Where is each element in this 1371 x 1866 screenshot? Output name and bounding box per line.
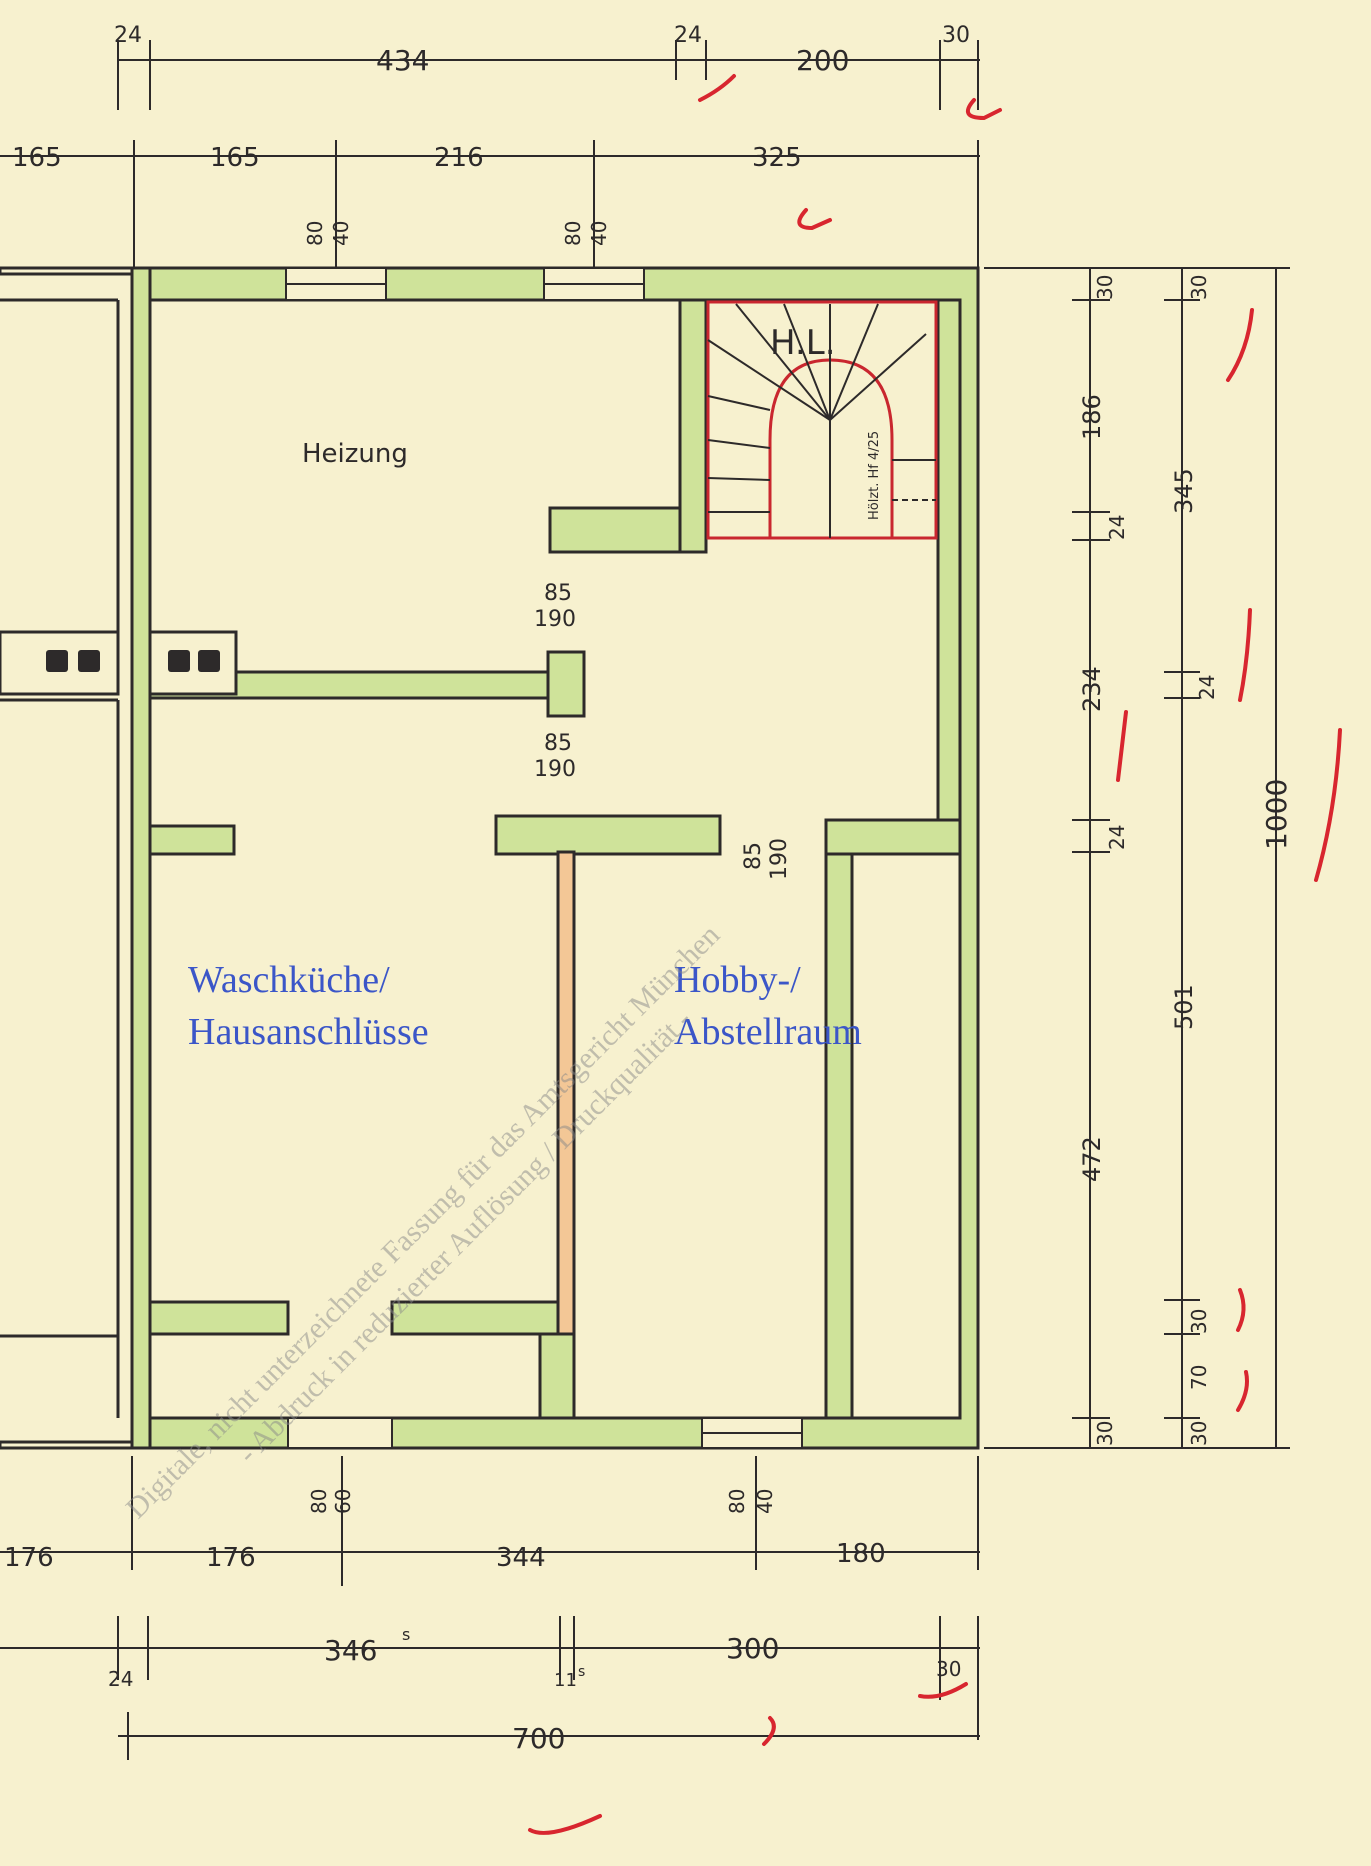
flue-right-1 bbox=[168, 650, 190, 672]
check-mark bbox=[1314, 728, 1342, 882]
check-mark bbox=[918, 1682, 968, 1699]
dim-right-mid-f: 70 bbox=[1187, 1365, 1211, 1390]
room-label-waschkueche-2: Hausanschlüsse bbox=[188, 1011, 429, 1053]
door-3-height: 190 bbox=[767, 838, 792, 880]
stair-wall-vertical bbox=[678, 298, 708, 554]
flue-right-2 bbox=[198, 650, 220, 672]
dim-bottom2-b: 346 bbox=[324, 1634, 377, 1667]
check-mark bbox=[1238, 608, 1252, 702]
chimney-block bbox=[148, 630, 238, 696]
dim-bottom1-d: 180 bbox=[836, 1539, 886, 1569]
dim-right-inner-b: 186 bbox=[1078, 394, 1106, 440]
check-mark bbox=[762, 1716, 776, 1746]
dim-right-mid-d: 501 bbox=[1170, 984, 1198, 1030]
dim-right-outer-a: 1000 bbox=[1260, 779, 1293, 850]
windows-bottom bbox=[287, 1417, 803, 1449]
check-mark bbox=[698, 74, 736, 102]
wall-stub-door-1 bbox=[546, 650, 586, 718]
dim-right-inner-d: 234 bbox=[1078, 666, 1106, 712]
lower-wall-left bbox=[148, 1300, 290, 1336]
stair-mark: H.L. bbox=[770, 323, 836, 363]
flue-left-1 bbox=[46, 650, 68, 672]
dim-right-mid-a: 30 bbox=[1187, 275, 1211, 300]
check-mark bbox=[1116, 710, 1128, 782]
flue-left-2 bbox=[78, 650, 100, 672]
dim-bottom2-a: 24 bbox=[108, 1667, 133, 1691]
window-top-2-width: 80 bbox=[561, 221, 585, 246]
dim-right-inner-f: 472 bbox=[1078, 1136, 1106, 1182]
dim-right-inner-e: 24 bbox=[1105, 825, 1129, 850]
dim-right-inner-c: 24 bbox=[1105, 515, 1129, 540]
wall-stub-east bbox=[494, 814, 722, 856]
stair-outline bbox=[706, 300, 938, 540]
chimney-flues bbox=[46, 650, 220, 672]
check-mark bbox=[1236, 1288, 1246, 1332]
hobby-east-wall bbox=[824, 818, 854, 1420]
dim-top1-e: 30 bbox=[942, 23, 970, 48]
window-top-2-height: 40 bbox=[587, 221, 611, 246]
dim-right-mid-c: 24 bbox=[1195, 675, 1219, 700]
window-bottom-1-width: 80 bbox=[307, 1489, 331, 1514]
dim-bottom2-b-sup: s bbox=[402, 1625, 410, 1644]
door-1-height: 190 bbox=[534, 607, 576, 632]
walls bbox=[0, 266, 980, 1450]
check-mark bbox=[1236, 1370, 1249, 1412]
dim-right-mid-g: 30 bbox=[1187, 1421, 1211, 1446]
staircase bbox=[706, 300, 938, 540]
hobby-north-wall bbox=[824, 818, 962, 856]
door-3-width: 85 bbox=[741, 842, 766, 870]
dim-bottom1-a: 176 bbox=[4, 1543, 54, 1573]
red-check-marks bbox=[528, 74, 1342, 1835]
door-2-height: 190 bbox=[534, 757, 576, 782]
room-label-waschkueche-1: Waschküche/ bbox=[188, 959, 390, 1001]
inner-walls bbox=[148, 298, 962, 1420]
dim-right-inner-g: 30 bbox=[1093, 1421, 1117, 1446]
dim-top1-c: 24 bbox=[674, 23, 702, 48]
opening-labels: 80 40 80 40 85 190 85 190 85 190 80 60 8… bbox=[303, 221, 792, 1514]
room-label-hobby-2: Abstellraum bbox=[674, 1011, 862, 1053]
dim-bottom2-c: 11 bbox=[554, 1670, 577, 1691]
neighbour-house bbox=[0, 266, 132, 1450]
dim-top1-d: 200 bbox=[796, 44, 849, 77]
door-1-width: 85 bbox=[544, 581, 572, 606]
stair-note: Hölzt. Hf 4/25 bbox=[867, 431, 882, 520]
dim-top2-c: 216 bbox=[434, 143, 484, 173]
dimension-labels: 24 434 24 200 30 165 165 216 325 30 186 … bbox=[4, 23, 1293, 1755]
check-mark bbox=[797, 208, 832, 231]
check-mark bbox=[965, 98, 1002, 121]
dim-top2-b: 165 bbox=[210, 143, 260, 173]
room-label-heizung: Heizung bbox=[302, 439, 408, 469]
lower-wall-right bbox=[390, 1300, 560, 1336]
dim-bottom2-d: 300 bbox=[726, 1632, 779, 1665]
check-mark bbox=[528, 1814, 602, 1835]
stair-east-wall bbox=[936, 298, 962, 822]
dim-right-inner-a: 30 bbox=[1093, 275, 1117, 300]
dim-top2-d: 325 bbox=[752, 143, 802, 173]
dim-top1-a: 24 bbox=[114, 23, 142, 48]
window-top-1-height: 40 bbox=[329, 221, 353, 246]
lower-wall-right-2 bbox=[538, 1332, 576, 1420]
wall-stub-west bbox=[148, 824, 236, 856]
window-bottom-1 bbox=[287, 1417, 393, 1449]
door-2-width: 85 bbox=[544, 731, 572, 756]
dim-top2-a: 165 bbox=[12, 143, 62, 173]
dim-bottom3-a: 700 bbox=[512, 1722, 565, 1755]
dim-bottom1-b: 176 bbox=[206, 1543, 256, 1573]
left-party-wall bbox=[130, 266, 152, 1450]
dim-right-mid-e: 30 bbox=[1187, 1309, 1211, 1334]
window-bottom-2-width: 80 bbox=[725, 1489, 749, 1514]
dim-right-mid-b: 345 bbox=[1170, 468, 1198, 514]
dim-bottom2-e: 30 bbox=[936, 1657, 961, 1681]
dimension-lines bbox=[0, 40, 1290, 1760]
dim-bottom1-c: 344 bbox=[496, 1543, 546, 1573]
check-mark bbox=[1226, 308, 1254, 382]
dim-top1-b: 434 bbox=[376, 44, 429, 77]
window-top-1-width: 80 bbox=[303, 221, 327, 246]
windows-top bbox=[285, 267, 645, 301]
dim-bottom2-c-sup: s bbox=[578, 1664, 585, 1680]
stair-treads bbox=[707, 303, 936, 538]
room-label-hobby-1: Hobby-/ bbox=[674, 959, 801, 1001]
